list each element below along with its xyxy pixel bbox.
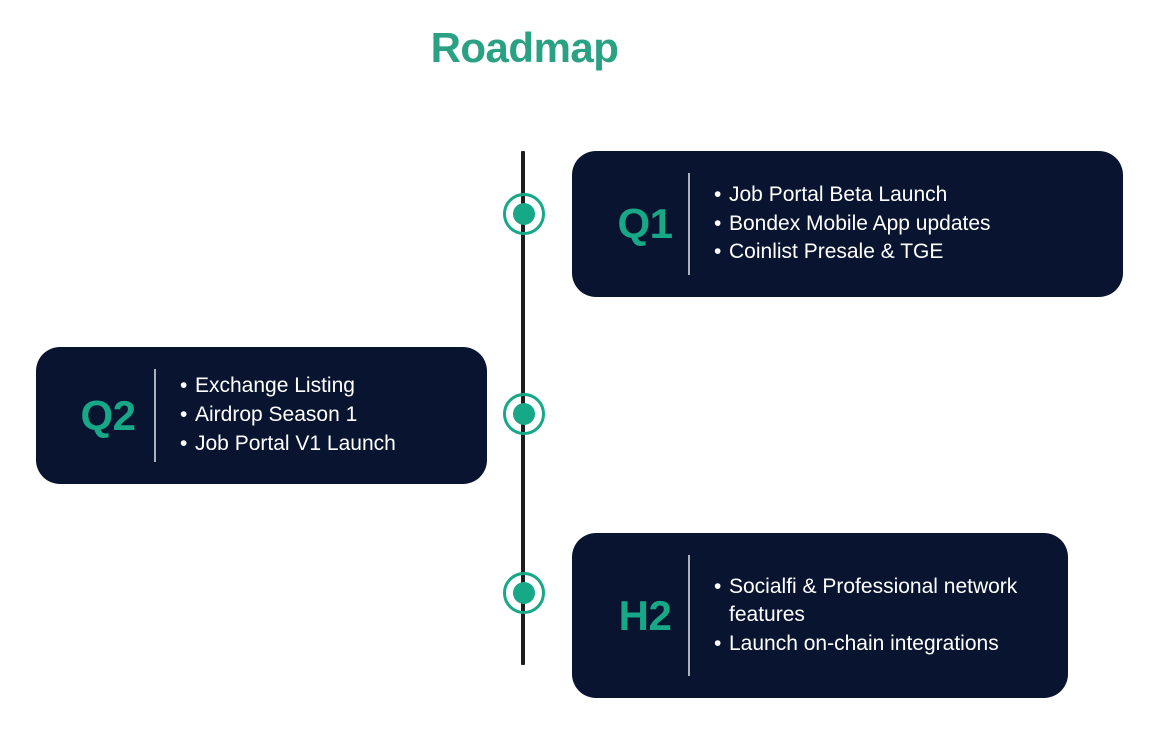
list-item: Bondex Mobile App updates [714,210,1099,239]
list-item: Exchange Listing [180,372,463,401]
milestone-card-q2[interactable]: Q2 Exchange Listing Airdrop Season 1 Job… [36,347,487,484]
page-title-text: Roadmap [430,24,619,71]
milestone-card-q1[interactable]: Q1 Job Portal Beta Launch Bondex Mobile … [572,151,1123,297]
timeline-node-q2[interactable] [503,393,545,435]
milestone-label-q2: Q2 [80,391,136,439]
milestone-label-q1: Q1 [617,200,673,247]
list-item: Job Portal V1 Launch [180,430,463,459]
card-divider [688,173,690,275]
milestone-items-q2: Exchange Listing Airdrop Season 1 Job Po… [156,372,463,459]
timeline-node-h2[interactable] [503,572,545,614]
milestone-items-q1: Job Portal Beta Launch Bondex Mobile App… [690,181,1099,268]
list-item: Job Portal Beta Launch [714,181,1099,210]
milestone-card-h2[interactable]: H2 Socialfi & Professional network featu… [572,533,1068,698]
card-divider [688,555,690,676]
milestone-label-h2: H2 [618,591,672,639]
page-title: Roadmap [0,24,1153,72]
list-item: Socialfi & Professional network features [714,573,1044,630]
timeline-node-core-icon [513,582,535,604]
timeline-node-q1[interactable] [503,193,545,235]
list-item: Coinlist Presale & TGE [714,238,1099,267]
list-item: Launch on-chain integrations [714,630,1044,659]
list-item: Airdrop Season 1 [180,401,463,430]
timeline-node-core-icon [513,203,535,225]
milestone-items-h2: Socialfi & Professional network features… [690,573,1044,658]
card-divider [154,369,156,462]
timeline-node-core-icon [513,403,535,425]
